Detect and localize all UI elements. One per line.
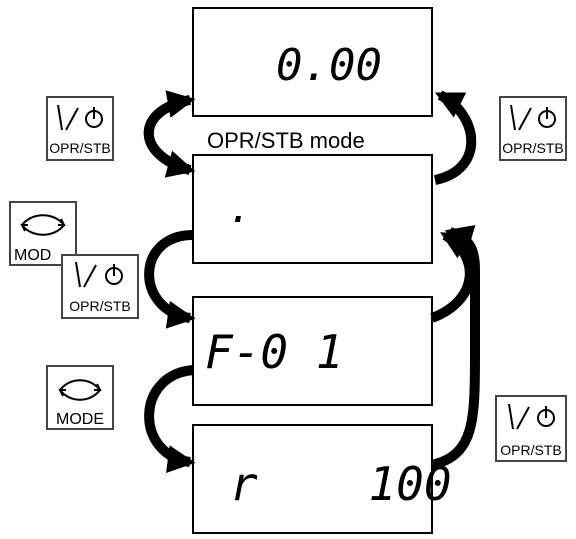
opr-stb-mode-label: OPR/STB mode xyxy=(207,128,365,153)
opr-stb-label: OPR/STB xyxy=(500,442,561,458)
opr-stb-button-lower-right[interactable]: OPR/STB xyxy=(495,395,567,462)
mode-cycle-icon xyxy=(20,214,66,236)
opr-stb-button-top-right[interactable]: OPR/STB xyxy=(499,96,567,161)
display-box-1 xyxy=(192,7,433,117)
display-text-1: 0.00 xyxy=(276,40,382,91)
mode-label: MODE xyxy=(56,411,104,428)
opr-stb-label: OPR/STB xyxy=(49,140,110,156)
opr-stb-label: OPR/STB xyxy=(502,140,563,156)
arrow-display2-to-display1-left xyxy=(143,90,196,175)
arrow-display3-to-display2-right xyxy=(430,230,475,323)
power-toggle-icon xyxy=(75,261,123,288)
opr-stb-button-middle-left[interactable]: OPR/STB xyxy=(61,254,139,319)
arrow-display2-to-display1-right xyxy=(433,90,477,185)
arrow-display3-to-display4-left xyxy=(144,365,196,474)
arrow-display2-to-display3-left xyxy=(144,230,196,329)
mode-cycle-icon xyxy=(58,379,102,401)
power-toggle-icon xyxy=(57,104,103,131)
mode-button-lower-left[interactable]: MODE xyxy=(46,365,114,430)
display-text-4: r 100 xyxy=(230,457,452,511)
display-text-2: . xyxy=(228,186,252,232)
display-box-3 xyxy=(192,296,433,406)
display-text-3: F-0 1 xyxy=(205,325,343,379)
power-toggle-icon xyxy=(510,104,556,131)
display-box-2 xyxy=(192,154,433,264)
power-toggle-icon xyxy=(508,403,555,430)
arrow-display4-to-display2-right xyxy=(430,225,480,470)
opr-stb-button-top-left[interactable]: OPR/STB xyxy=(46,96,114,161)
opr-stb-label: OPR/STB xyxy=(69,298,130,314)
mode-label-partial: MOD xyxy=(14,247,51,264)
display-box-4 xyxy=(192,424,433,534)
